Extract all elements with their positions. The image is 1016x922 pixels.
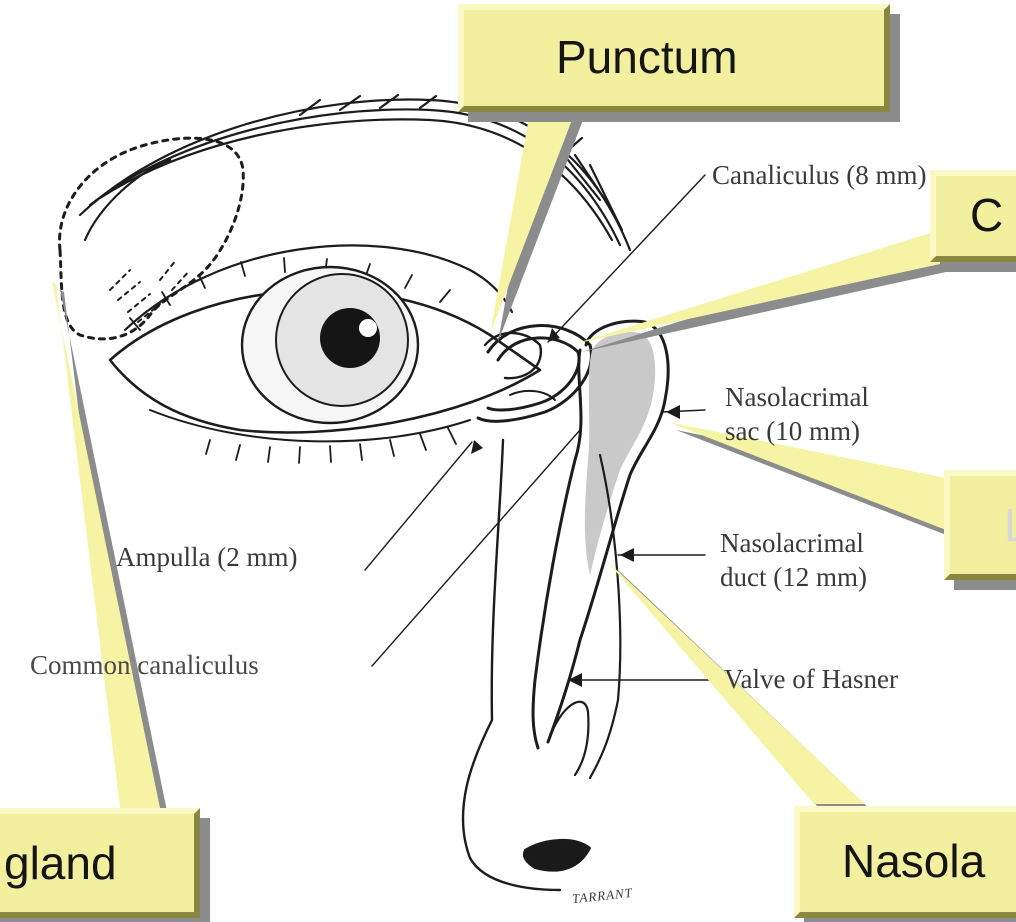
nostril [524,840,590,871]
callout-l-text: L [1004,498,1016,552]
label-common-canaliculus: Common canaliculus [30,650,259,681]
callout-gland-text: gland [4,836,117,890]
label-nasolacrimal-duct-line2: duct (12 mm) [720,562,867,593]
label-nasolacrimal-sac-line1: Nasolacrimal [725,382,869,413]
callout-c-text: C [970,188,1003,242]
label-canaliculus: Canaliculus (8 mm) [712,160,926,191]
callout-nasola-text: Nasola [842,834,985,888]
label-nasolacrimal-sac-line2: sac (10 mm) [725,416,860,447]
callout-c-box: C [930,170,1016,262]
callout-nasola-box: Nasola [794,806,1016,918]
callout-punctum-text: Punctum [556,30,738,84]
pupil [320,308,380,368]
callout-punctum-box: Punctum [458,4,890,112]
artist-signature: TARRANT [571,877,635,914]
label-ampulla: Ampulla (2 mm) [116,542,297,573]
label-nasolacrimal-duct-line1: Nasolacrimal [720,528,864,559]
callout-l-box: L [944,470,1016,580]
label-valve-of-hasner: Valve of Hasner [724,664,898,695]
callout-gland-box: gland [0,808,200,918]
